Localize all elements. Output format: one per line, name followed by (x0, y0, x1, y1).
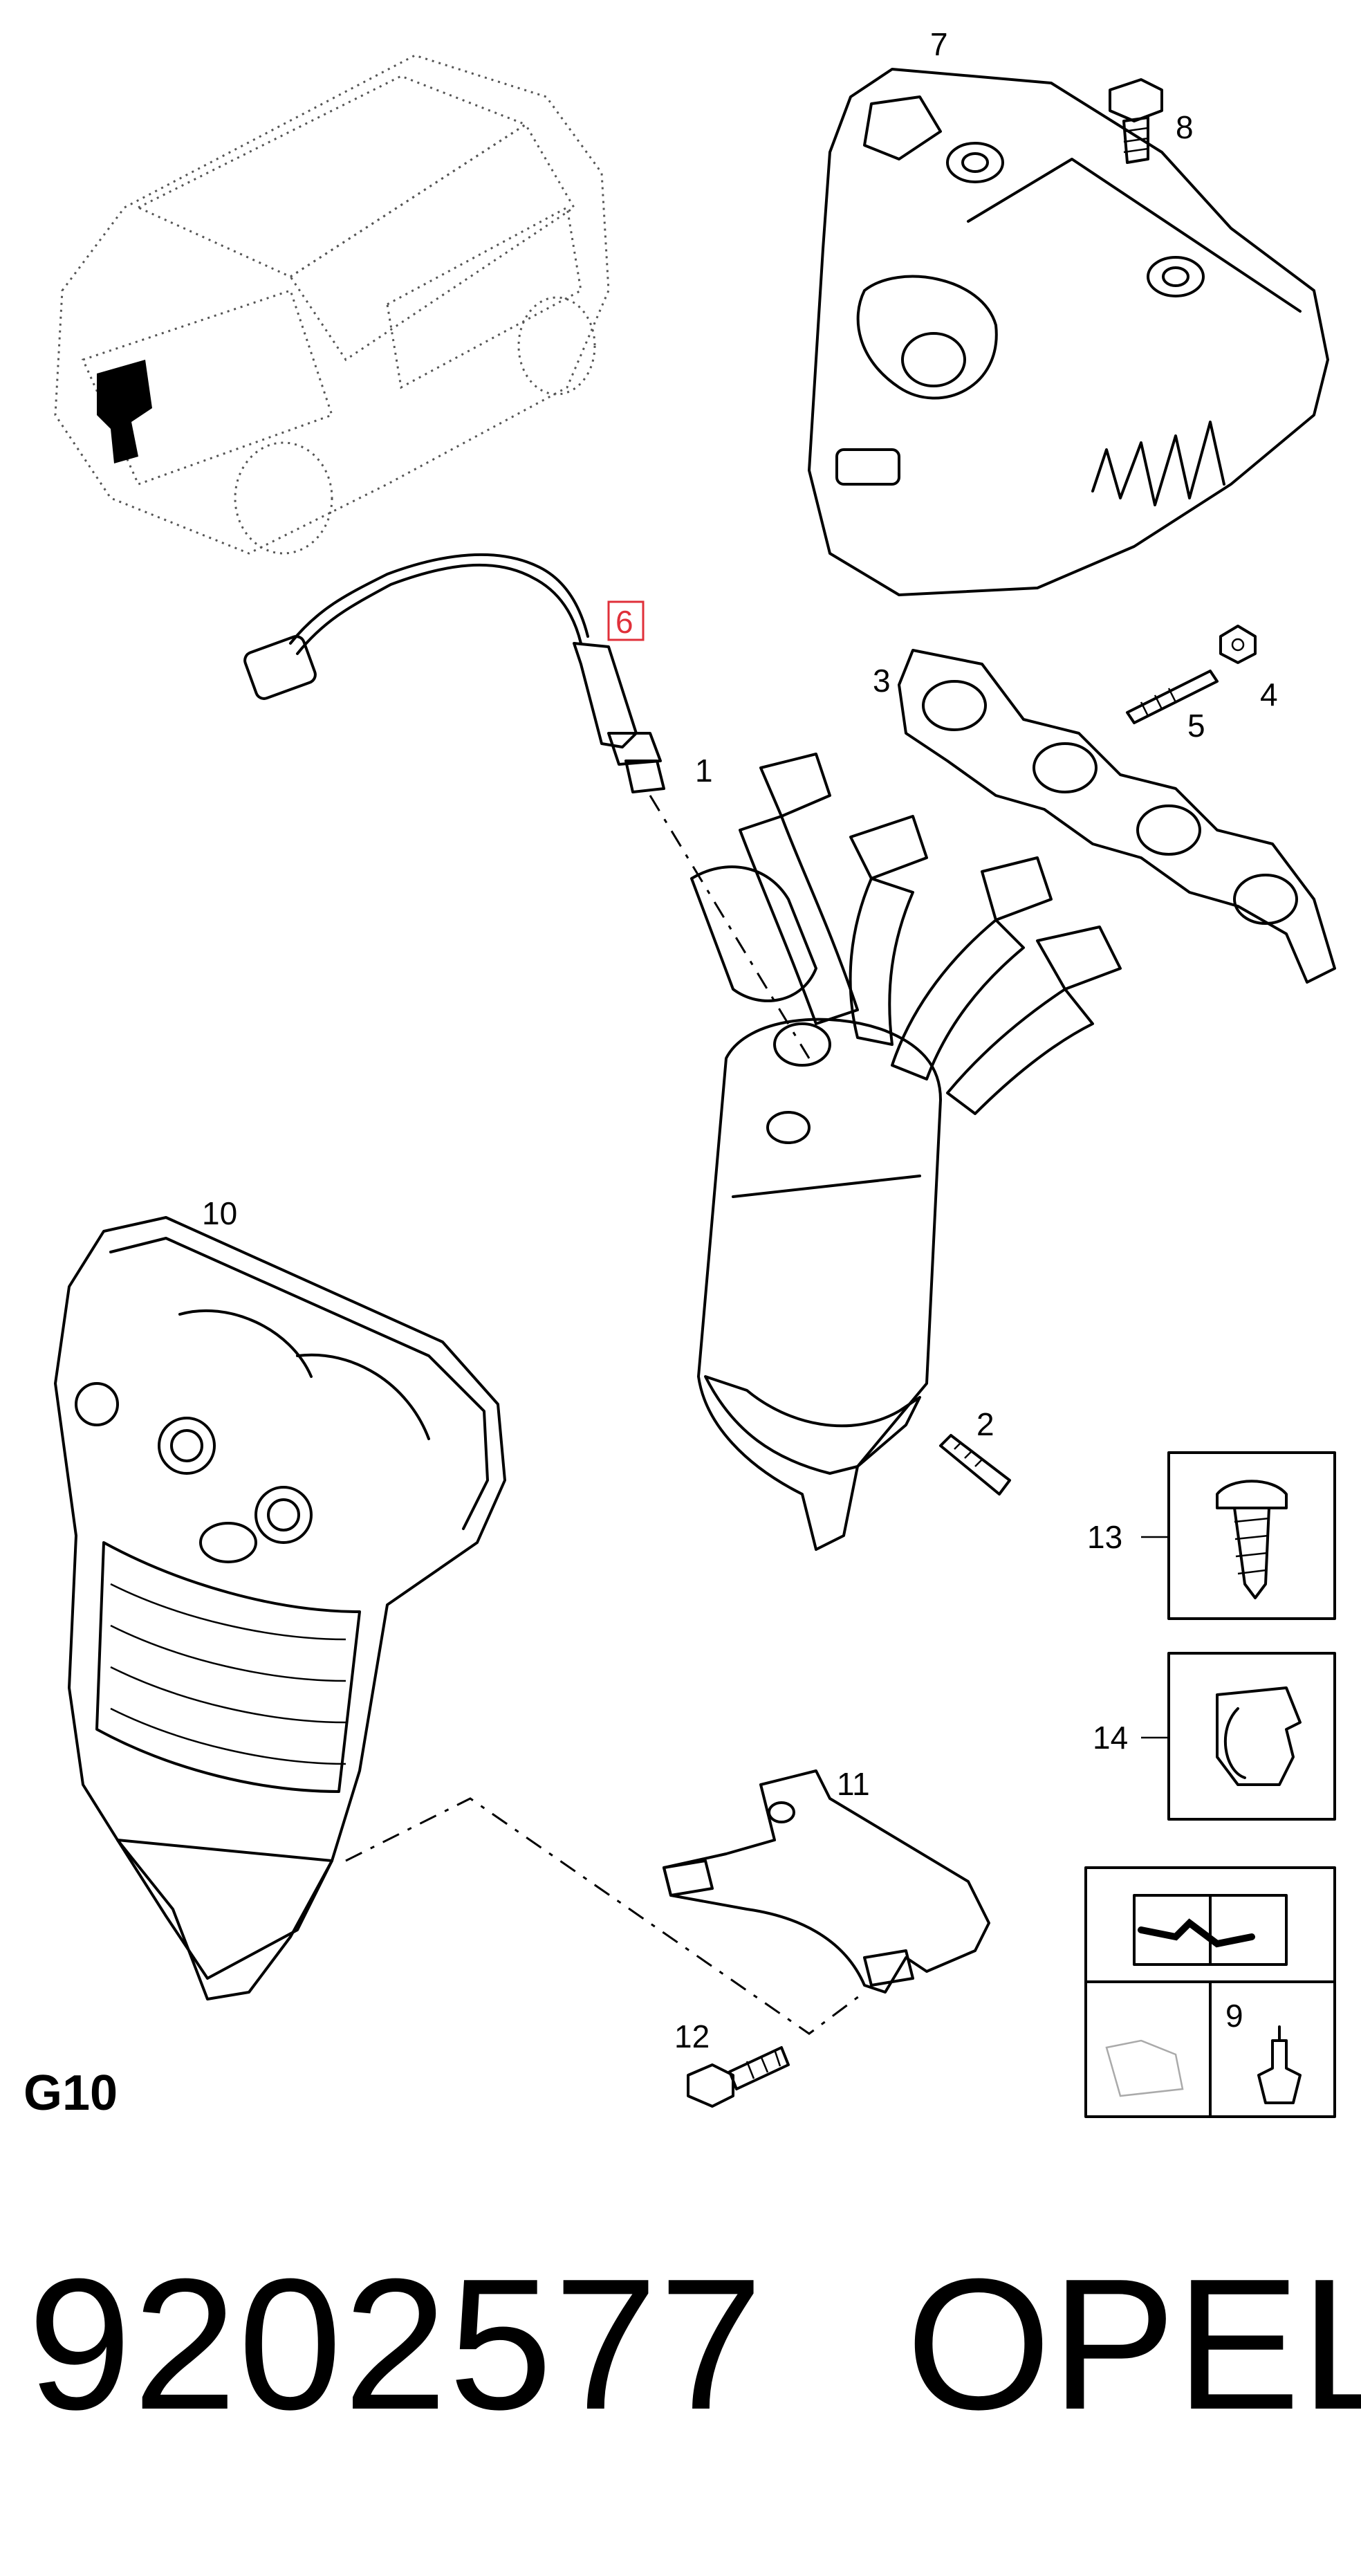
callout-6-highlight-box (607, 600, 645, 641)
callout-9: 9 (1225, 1998, 1243, 2034)
callout-8: 8 (1176, 109, 1194, 145)
oxygen-sensor-part (243, 553, 811, 1059)
callout-12: 12 (674, 2018, 710, 2054)
manifold-stud-part (1126, 670, 1219, 724)
callout-10: 10 (202, 1195, 237, 1231)
bracket-part (663, 1769, 990, 1994)
manifold-gasket-part (898, 649, 1336, 984)
clip-detail-box (1141, 1652, 1336, 1821)
vehicle-locator-illustration (54, 54, 610, 555)
callout-labels: 1 2 3 4 5 6 7 8 9 10 11 12 13 14 (202, 26, 1278, 2054)
callout-7: 7 (930, 26, 948, 62)
callout-1: 1 (695, 753, 713, 789)
part-number: 9202577 (28, 2241, 765, 2449)
callout-2: 2 (976, 1406, 994, 1442)
alternative-manifold-catalyst-part (54, 1216, 865, 2035)
callout-13: 13 (1087, 1519, 1122, 1555)
callout-5: 5 (1187, 708, 1205, 744)
bolt-part (1109, 78, 1163, 164)
stud-part (939, 1434, 1011, 1496)
callout-11: 11 (837, 1766, 870, 1802)
manual-sealant-box (1084, 1866, 1336, 2118)
exhaust-manifold-part (690, 753, 1122, 1551)
model-code-label: G10 (24, 2066, 118, 2121)
screw-detail-box (1141, 1451, 1336, 1620)
callout-3: 3 (873, 663, 891, 699)
nut-part (1219, 625, 1257, 664)
heat-shield-part (808, 68, 1329, 596)
callout-4: 4 (1260, 677, 1278, 712)
callout-6: 6 (615, 604, 633, 640)
brand-name: OPEL (906, 2241, 1361, 2449)
flange-bolt-part (687, 2046, 790, 2108)
callout-14: 14 (1093, 1720, 1128, 1756)
